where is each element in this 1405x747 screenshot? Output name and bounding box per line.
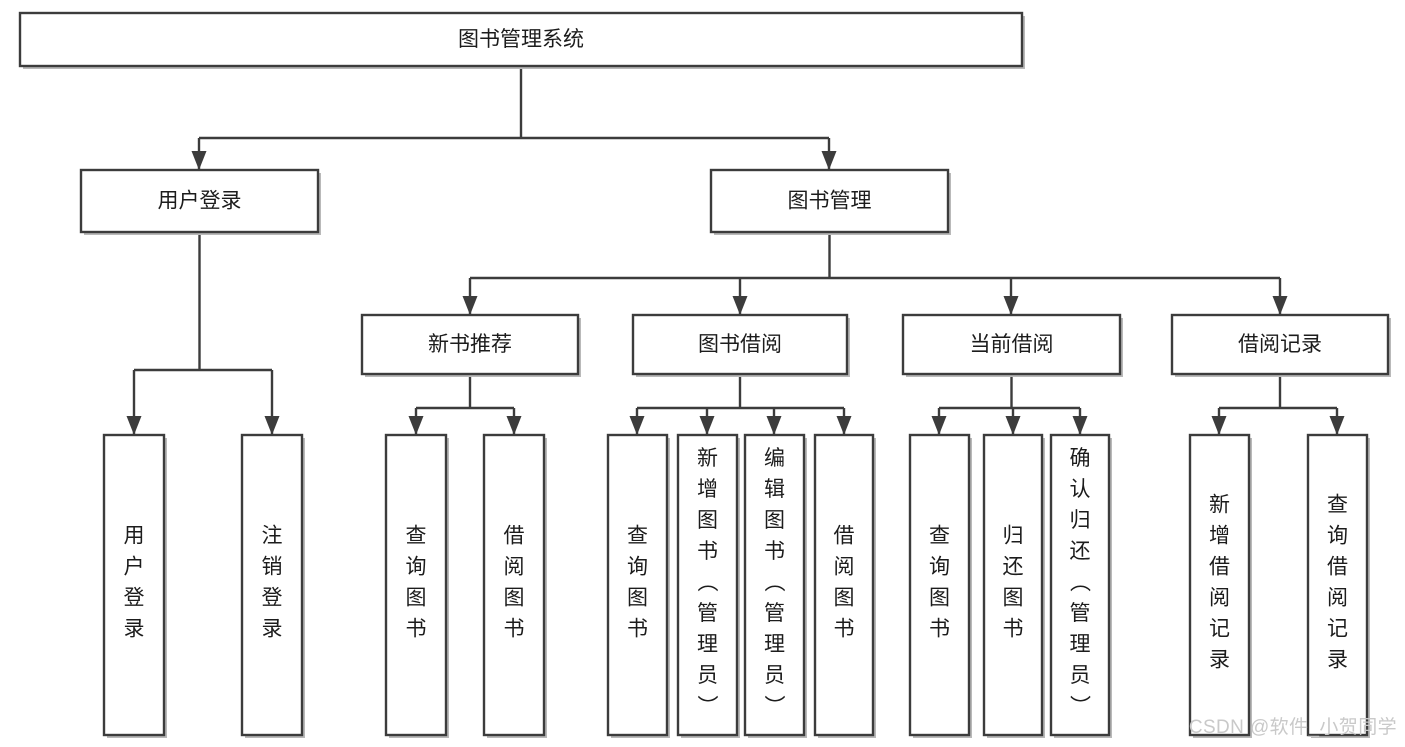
node-rect[interactable] (1306, 433, 1369, 737)
node-label: 新增图书（管理员） (697, 447, 719, 718)
node-label: 编辑图书（管理员） (764, 447, 786, 718)
connector-layer (126, 66, 1345, 435)
arrow-head-icon (766, 416, 782, 435)
node-rect[interactable] (982, 433, 1044, 737)
node-rect[interactable] (384, 433, 448, 737)
node-label: 新书推荐 (428, 333, 512, 356)
arrow-head-icon (506, 416, 522, 435)
arrow-head-icon (408, 416, 424, 435)
node-rect[interactable] (1188, 433, 1251, 737)
arrow-head-icon (732, 296, 748, 315)
level3-node-图书借阅[interactable]: 图书借阅 (631, 313, 850, 377)
node-label: 图书借阅 (698, 333, 782, 356)
level3-node-当前借阅[interactable]: 当前借阅 (901, 313, 1123, 377)
arrow-head-icon (629, 416, 645, 435)
node-rect[interactable] (606, 433, 669, 737)
node-label: 图书管理 (788, 190, 872, 213)
leaf-node-2-查询图书[interactable]: 查询图书 (384, 433, 449, 738)
leaf-node-10-确认归还（管理员）[interactable]: 确认归还（管理员） (1049, 433, 1112, 738)
node-layer: 图书管理系统用户登录图书管理新书推荐图书借阅当前借阅借阅记录用户登录注销登录查询… (18, 11, 1391, 738)
arrow-head-icon (264, 416, 280, 435)
node-rect[interactable] (102, 433, 166, 737)
node-label: 查询图书 (627, 525, 648, 641)
node-rect[interactable] (901, 313, 1122, 376)
node-rect[interactable] (1049, 433, 1111, 737)
leaf-node-6-编辑图书（管理员）[interactable]: 编辑图书（管理员） (743, 433, 807, 738)
arrow-head-icon (821, 151, 837, 170)
node-rect[interactable] (676, 433, 739, 737)
leaf-node-9-归还图书[interactable]: 归还图书 (982, 433, 1045, 738)
node-rect[interactable] (18, 11, 1024, 68)
level3-node-新书推荐[interactable]: 新书推荐 (360, 313, 581, 377)
node-rect[interactable] (908, 433, 971, 737)
node-label: 借阅图书 (834, 525, 855, 641)
arrow-head-icon (1211, 416, 1227, 435)
node-label: 查询借阅记录 (1327, 494, 1348, 672)
node-rect[interactable] (482, 433, 546, 737)
root-node-图书管理系统[interactable]: 图书管理系统 (18, 11, 1025, 69)
node-label: 新增借阅记录 (1209, 494, 1230, 672)
node-rect[interactable] (709, 168, 950, 234)
node-label: 图书管理系统 (458, 28, 584, 51)
arrow-head-icon (126, 416, 142, 435)
arrow-head-icon (1329, 416, 1345, 435)
leaf-node-4-查询图书[interactable]: 查询图书 (606, 433, 670, 738)
node-label: 用户登录 (158, 190, 242, 213)
arrow-head-icon (699, 416, 715, 435)
arrow-head-icon (1072, 416, 1088, 435)
arrow-head-icon (931, 416, 947, 435)
leaf-node-7-借阅图书[interactable]: 借阅图书 (813, 433, 876, 738)
leaf-node-8-查询图书[interactable]: 查询图书 (908, 433, 972, 738)
arrow-head-icon (1272, 296, 1288, 315)
arrow-head-icon (1005, 416, 1021, 435)
leaf-node-1-注销登录[interactable]: 注销登录 (240, 433, 305, 738)
arrow-head-icon (462, 296, 478, 315)
level3-node-借阅记录[interactable]: 借阅记录 (1170, 313, 1391, 377)
node-rect[interactable] (1170, 313, 1390, 376)
leaf-node-0-用户登录[interactable]: 用户登录 (102, 433, 167, 738)
node-label: 归还图书 (1003, 525, 1024, 641)
node-label: 注销登录 (262, 525, 283, 641)
node-rect[interactable] (743, 433, 806, 737)
node-label: 确认归还（管理员） (1070, 447, 1092, 718)
node-rect[interactable] (79, 168, 320, 234)
node-rect[interactable] (813, 433, 875, 737)
node-label: 查询图书 (406, 525, 427, 641)
leaf-node-12-查询借阅记录[interactable]: 查询借阅记录 (1306, 433, 1370, 738)
node-label: 借阅记录 (1238, 333, 1322, 356)
node-label: 用户登录 (124, 525, 145, 641)
node-rect[interactable] (240, 433, 304, 737)
node-label: 借阅图书 (504, 525, 525, 641)
node-label: 查询图书 (929, 525, 950, 641)
leaf-node-11-新增借阅记录[interactable]: 新增借阅记录 (1188, 433, 1252, 738)
node-label: 当前借阅 (970, 333, 1054, 356)
leaf-node-5-新增图书（管理员）[interactable]: 新增图书（管理员） (676, 433, 740, 738)
level2-node-用户登录[interactable]: 用户登录 (79, 168, 321, 235)
leaf-node-3-借阅图书[interactable]: 借阅图书 (482, 433, 547, 738)
arrow-head-icon (836, 416, 852, 435)
arrow-head-icon (1003, 296, 1019, 315)
node-rect[interactable] (631, 313, 849, 376)
watermark-label: CSDN @软件_小贺同学 (1188, 717, 1397, 738)
level2-node-图书管理[interactable]: 图书管理 (709, 168, 951, 235)
arrow-head-icon (191, 151, 207, 170)
node-rect[interactable] (360, 313, 580, 376)
